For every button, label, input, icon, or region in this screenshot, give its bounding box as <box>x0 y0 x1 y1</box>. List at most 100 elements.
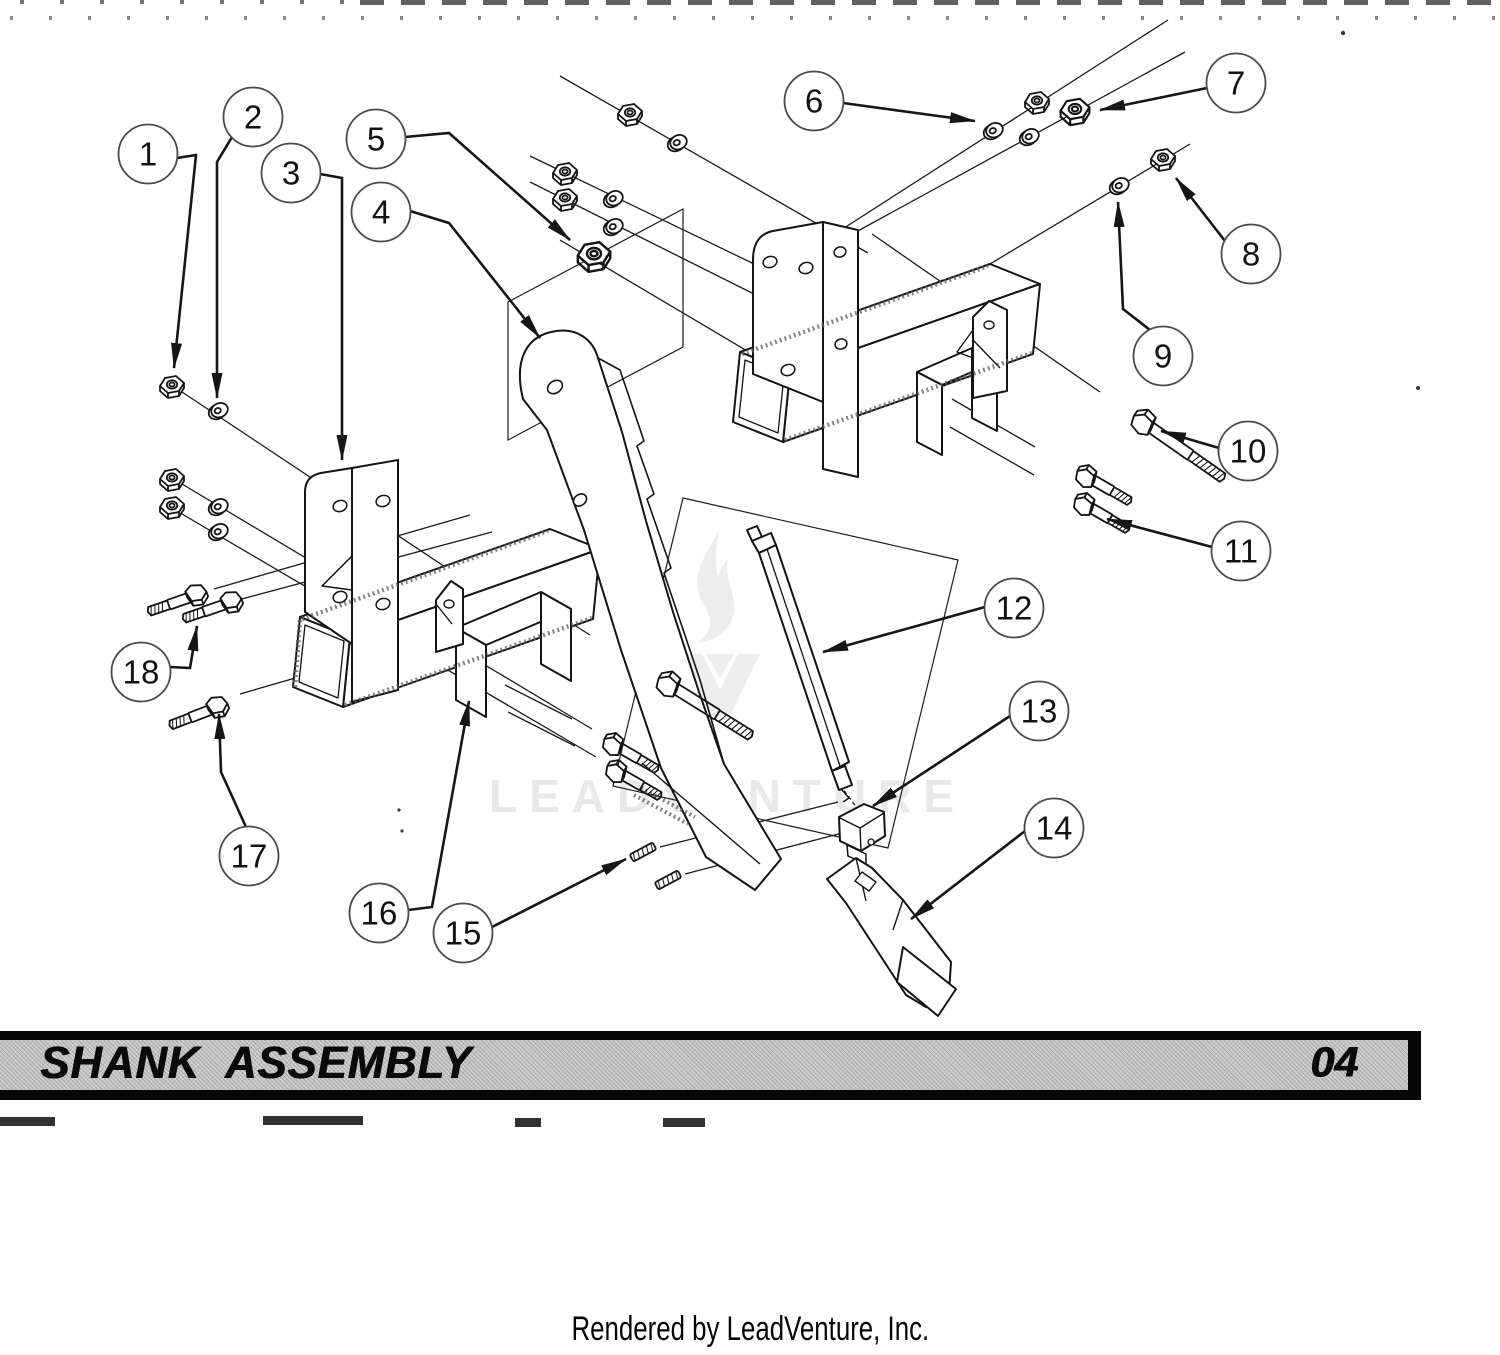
callout-number-12: 12 <box>996 590 1033 627</box>
callout-leader-6 <box>842 101 976 124</box>
callout-number-7: 7 <box>1227 65 1245 102</box>
hex-nut <box>617 103 643 127</box>
hex-bolt <box>143 580 211 624</box>
callout-number-6: 6 <box>805 83 823 120</box>
callout-leader-12 <box>822 605 986 654</box>
phantom-plate-upper <box>507 208 684 441</box>
callout-leader-8 <box>1174 177 1227 242</box>
mount-bracket-left <box>304 459 399 703</box>
callout-leader-5 <box>404 131 571 241</box>
hex-bolt <box>1068 488 1136 541</box>
callout-circle-1 <box>117 123 179 185</box>
hex-nut <box>552 188 578 212</box>
mount-bracket-right <box>752 221 859 478</box>
hex-nut <box>1059 97 1091 127</box>
callout-leader-16 <box>407 700 471 912</box>
callout-number-18: 18 <box>123 654 160 691</box>
callout-circle-11 <box>1210 520 1272 582</box>
callout-number-16: 16 <box>361 895 398 932</box>
callout-circle-7 <box>1205 52 1267 114</box>
lock-washer <box>664 131 691 155</box>
callout-circle-5 <box>345 108 407 170</box>
lock-washer <box>1106 174 1133 198</box>
callout-number-1: 1 <box>139 136 157 173</box>
title-bar-print-artifact <box>515 1118 541 1127</box>
callout-number-3: 3 <box>282 155 300 192</box>
callout-circle-13 <box>1008 680 1070 742</box>
hex-nut <box>1150 148 1176 172</box>
spring-cushion-rod <box>746 525 853 803</box>
roll-pin <box>628 841 658 863</box>
callout-leader-17 <box>214 713 248 828</box>
lock-washer <box>205 495 232 519</box>
callout-leader-15 <box>491 857 627 929</box>
callout-circle-6 <box>783 70 845 132</box>
title-bar-print-artifact <box>263 1116 363 1125</box>
ground-point <box>826 857 957 1017</box>
callout-number-8: 8 <box>1242 236 1260 273</box>
strap-left <box>435 580 464 653</box>
page-number: 04 <box>1310 1038 1358 1087</box>
callout-number-11: 11 <box>1224 533 1258 570</box>
flanged-nut <box>576 240 612 274</box>
callout-circle-2 <box>222 86 284 148</box>
callout-leader-9 <box>1113 201 1151 332</box>
callout-circle-17 <box>218 825 280 887</box>
callout-leader-3 <box>319 172 348 461</box>
strap-right <box>956 300 1008 399</box>
title-bar-print-artifact <box>0 1117 55 1126</box>
callout-number-4: 4 <box>372 194 390 231</box>
hex-bolt <box>164 692 233 737</box>
title-bar-print-artifact <box>663 1118 705 1127</box>
callout-number-14: 14 <box>1036 810 1073 847</box>
callout-circle-8 <box>1220 223 1282 285</box>
callout-circle-9 <box>1132 325 1194 387</box>
title-bar: SHANK ASSEMBLY 04 <box>0 1031 1421 1100</box>
point-clamp <box>838 803 886 865</box>
callout-leader-4 <box>409 209 542 339</box>
hex-nut <box>159 375 185 399</box>
callout-leader-11 <box>1106 517 1213 549</box>
hex-nut <box>552 162 578 186</box>
render-credit: Rendered by LeadVenture, Inc. <box>571 1310 929 1348</box>
callout-number-9: 9 <box>1154 338 1172 375</box>
callout-circle-15 <box>432 902 494 964</box>
hex-nut <box>159 496 185 520</box>
callout-leader-7 <box>1099 86 1208 112</box>
lock-washer <box>980 119 1007 143</box>
callout-leader-2 <box>211 136 234 399</box>
shank <box>518 329 782 891</box>
callout-number-17: 17 <box>231 838 268 875</box>
callout-number-13: 13 <box>1021 693 1058 730</box>
callout-circle-3 <box>260 142 322 204</box>
callout-circle-18 <box>110 641 172 703</box>
callout-circle-16 <box>348 882 410 944</box>
callout-leader-14 <box>910 829 1026 921</box>
drawing-title: SHANK ASSEMBLY <box>40 1036 472 1088</box>
lock-washer <box>1016 125 1043 149</box>
leadventure-flame-logo <box>680 528 760 716</box>
footer: Rendered by LeadVenture, Inc. <box>0 1310 1500 1349</box>
callout-leader-18 <box>169 625 199 670</box>
hex-nut <box>1024 91 1050 115</box>
callout-number-2: 2 <box>244 99 262 136</box>
callout-number-15: 15 <box>445 915 482 952</box>
callout-circle-4 <box>350 181 412 243</box>
u-clamp-left <box>455 591 572 718</box>
lock-washer <box>205 399 232 423</box>
callout-number-10: 10 <box>1230 433 1267 470</box>
hex-nut <box>159 468 185 492</box>
callout-circle-14 <box>1023 797 1085 859</box>
roll-pin <box>653 869 683 891</box>
callout-leader-1 <box>171 153 198 369</box>
callout-leader-13 <box>872 714 1011 808</box>
callout-number-5: 5 <box>367 121 385 158</box>
parts <box>292 221 1041 1017</box>
callout-circle-10 <box>1217 420 1279 482</box>
tube-edge-shading <box>292 263 1033 708</box>
callout-leader-10 <box>1160 429 1220 450</box>
print-specks <box>397 30 1420 833</box>
